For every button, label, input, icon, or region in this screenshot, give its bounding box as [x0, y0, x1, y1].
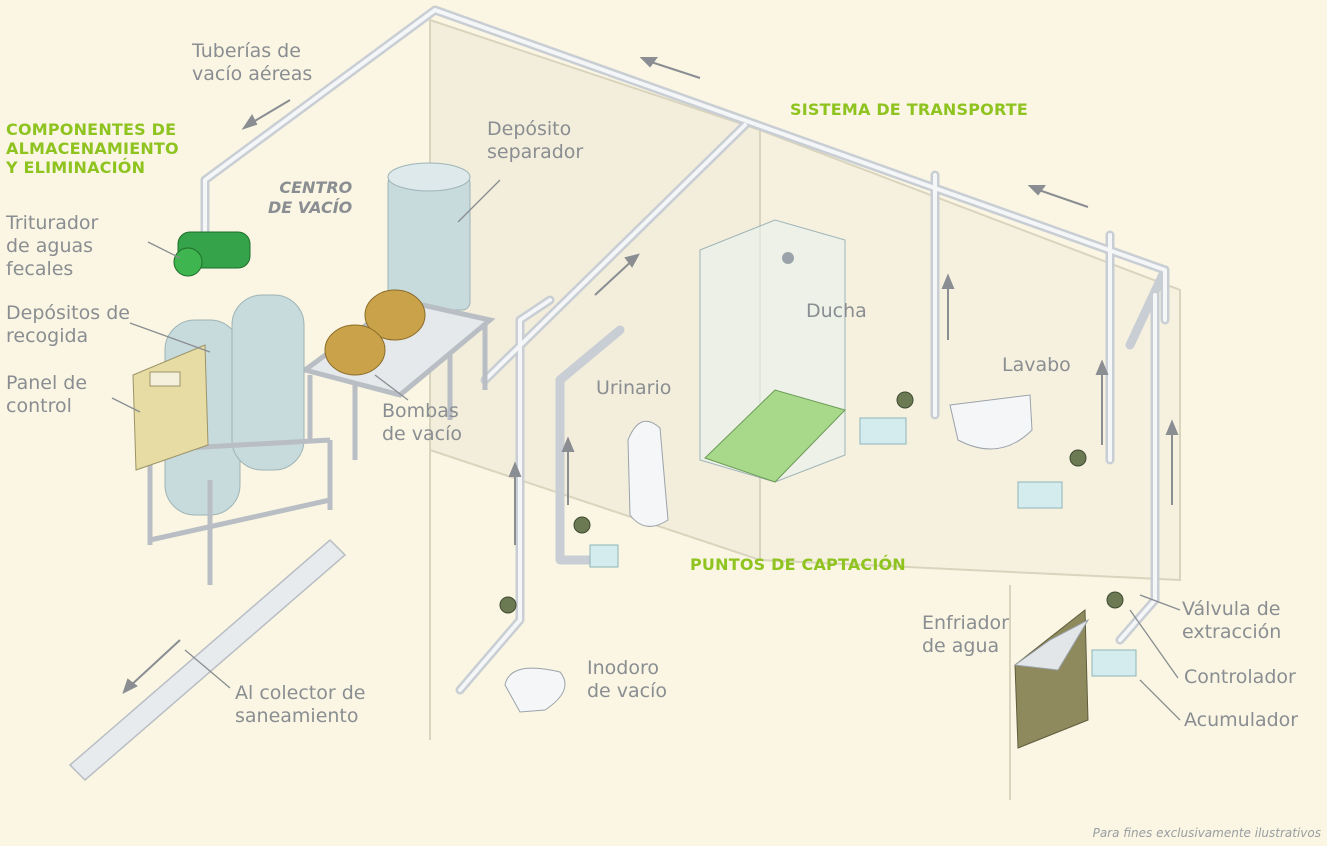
separator-tank-label: Depósito separador — [487, 118, 584, 163]
macerator-label: Triturador de aguas fecales — [6, 212, 99, 280]
sewer-pipe — [68, 538, 347, 782]
extraction-valve-label: Válvula de extracción — [1182, 598, 1282, 643]
storage-section-title: COMPONENTES DE ALMACENAMIENTO Y ELIMINAC… — [6, 120, 179, 177]
water-cooler-label: Enfriador de agua — [922, 612, 1009, 657]
shower-enclosure — [699, 219, 846, 483]
transport-section-title: SISTEMA DE TRANSPORTE — [790, 100, 1029, 119]
sewer-label: Al colector de saneamiento — [235, 682, 366, 727]
accumulator-label: Acumulador — [1184, 709, 1299, 731]
controllers — [499, 391, 1124, 614]
illustrative-footer: Para fines exclusivamente ilustrativos — [1092, 826, 1321, 840]
overhead-pipes-label: Tuberías de vacío aéreas — [192, 40, 313, 85]
water-cooler — [1013, 608, 1090, 749]
vacuum-toilet — [504, 667, 566, 713]
urinal — [627, 420, 669, 527]
collection-section-title: PUNTOS DE CAPTACIÓN — [690, 555, 906, 574]
separator-tank — [387, 162, 471, 311]
macerator — [173, 231, 251, 277]
urinal-label: Urinario — [596, 377, 672, 399]
flow-arrows — [122, 57, 1179, 694]
shower-label: Ducha — [806, 300, 867, 322]
accumulators — [589, 417, 1137, 677]
control-panel-label: Panel de control — [6, 372, 88, 417]
leader-lines — [111, 179, 1181, 721]
sink-label: Lavabo — [1002, 354, 1071, 376]
vacuum-pumps-label: Bombas de vacío — [382, 400, 463, 445]
collection-tanks-label: Depósitos de recogida — [6, 302, 130, 347]
vacuum-toilet-label: Inodoro de vacío — [587, 657, 668, 702]
controller-label: Controlador — [1184, 666, 1296, 688]
control-panel — [132, 344, 209, 471]
sink — [949, 394, 1033, 450]
vacuum-pumps — [324, 289, 426, 376]
walls — [429, 18, 1181, 800]
vacuum-center-label: CENTRO DE VACÍO — [268, 178, 353, 217]
